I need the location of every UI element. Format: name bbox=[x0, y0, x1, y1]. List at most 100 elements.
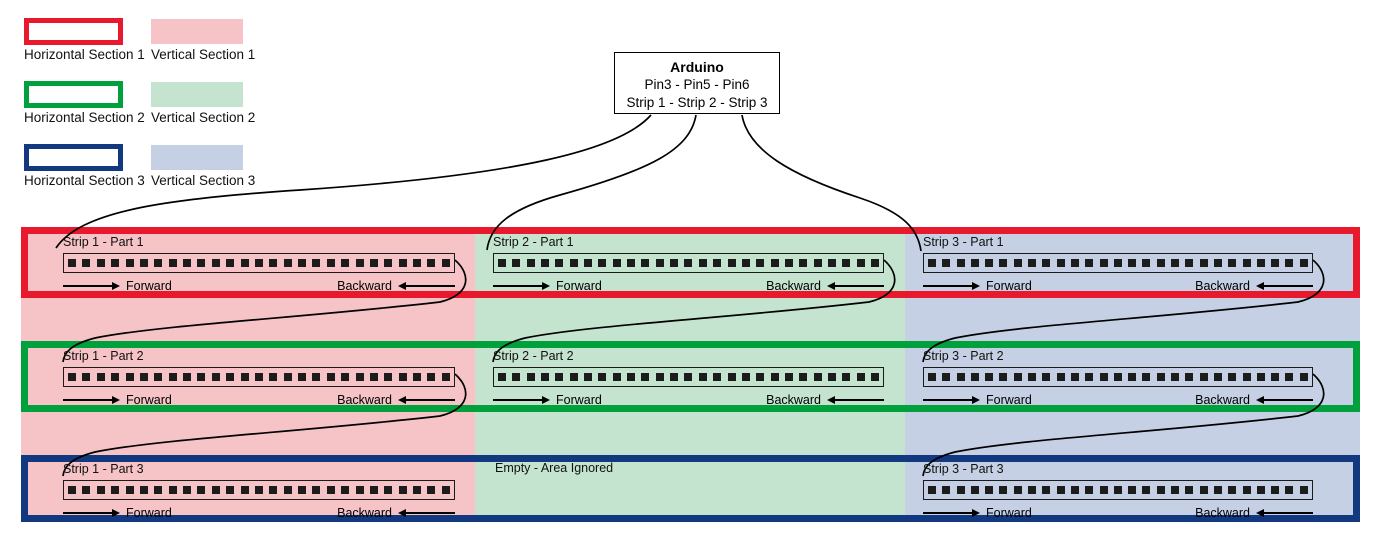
led-pixel bbox=[1185, 259, 1194, 267]
led-pixel bbox=[1199, 486, 1208, 494]
led-pixel bbox=[741, 259, 750, 267]
arrow-row: Forward Backward bbox=[493, 279, 884, 293]
led-pixel bbox=[1171, 373, 1180, 381]
backward-arrow: Backward bbox=[760, 393, 884, 407]
led-pixel bbox=[813, 259, 822, 267]
strip-label: Strip 1 - Part 2 bbox=[63, 349, 144, 363]
led-pixel bbox=[298, 486, 306, 494]
led-pixel bbox=[298, 259, 306, 267]
led-pixel bbox=[928, 373, 936, 381]
backward-arrow: Backward bbox=[331, 279, 455, 293]
strip-label: Strip 3 - Part 3 bbox=[923, 462, 1004, 476]
led-pixel bbox=[598, 373, 607, 381]
backward-arrow: Backward bbox=[331, 393, 455, 407]
legend-label-horizontal-3: Horizontal Section 3 bbox=[24, 173, 145, 188]
led-pixel bbox=[584, 259, 593, 267]
arrow-row: Forward Backward bbox=[923, 393, 1313, 407]
backward-arrow: Backward bbox=[760, 279, 884, 293]
forward-arrow: Forward bbox=[493, 393, 608, 407]
legend-fill-swatch-3 bbox=[151, 145, 243, 170]
led-pixel bbox=[211, 373, 220, 381]
led-pixel bbox=[985, 486, 994, 494]
led-pixel bbox=[413, 259, 421, 267]
led-pixel bbox=[226, 259, 235, 267]
led-pixel bbox=[1242, 259, 1251, 267]
led-pixel bbox=[827, 373, 836, 381]
led-pixel bbox=[96, 373, 105, 381]
led-pixel bbox=[1056, 259, 1065, 267]
forward-label: Forward bbox=[126, 279, 172, 293]
strip-label: Strip 1 - Part 3 bbox=[63, 462, 144, 476]
led-pixel bbox=[427, 259, 436, 267]
led-pixel bbox=[154, 373, 163, 381]
led-pixel bbox=[168, 373, 177, 381]
led-pixel bbox=[1256, 373, 1265, 381]
led-pixel bbox=[569, 259, 578, 267]
backward-arrow: Backward bbox=[331, 506, 455, 520]
led-pixel bbox=[398, 259, 407, 267]
led-pixel bbox=[641, 373, 650, 381]
led-pixel bbox=[398, 373, 407, 381]
forward-label: Forward bbox=[986, 393, 1032, 407]
led-pixel bbox=[641, 259, 650, 267]
led-pixel bbox=[655, 259, 664, 267]
led-pixel bbox=[283, 259, 292, 267]
forward-arrow: Forward bbox=[923, 506, 1038, 520]
strip-block-s3p3: Strip 3 - Part 3 Forward Backward bbox=[923, 462, 1313, 520]
led-pixel bbox=[842, 259, 851, 267]
forward-arrow: Forward bbox=[923, 393, 1038, 407]
led-pixel bbox=[870, 259, 879, 267]
led-pixel bbox=[1299, 486, 1308, 494]
arduino-strips-line: Strip 1 - Strip 2 - Strip 3 bbox=[626, 95, 768, 110]
led-pixel bbox=[254, 486, 263, 494]
backward-arrow: Backward bbox=[1189, 393, 1313, 407]
led-pixel bbox=[1085, 259, 1094, 267]
led-pixel bbox=[312, 259, 321, 267]
led-pixel bbox=[555, 373, 564, 381]
forward-arrow: Forward bbox=[63, 279, 178, 293]
led-pixel bbox=[183, 486, 191, 494]
led-pixel bbox=[526, 373, 535, 381]
led-pixel bbox=[283, 373, 292, 381]
led-pixel bbox=[154, 259, 163, 267]
led-pixel bbox=[211, 259, 220, 267]
led-pixel bbox=[1171, 486, 1180, 494]
led-pixel bbox=[68, 373, 76, 381]
led-pixel bbox=[1070, 373, 1079, 381]
arrow-row: Forward Backward bbox=[923, 279, 1313, 293]
led-pixel bbox=[1099, 486, 1108, 494]
led-pixel bbox=[956, 486, 965, 494]
led-pixel bbox=[727, 373, 736, 381]
horizontal-section-3-frame bbox=[21, 455, 1360, 522]
led-pixel bbox=[82, 486, 91, 494]
led-pixel bbox=[1070, 486, 1079, 494]
led-pixel bbox=[1285, 259, 1294, 267]
led-pixel bbox=[956, 373, 965, 381]
backward-label: Backward bbox=[337, 279, 392, 293]
led-pixel bbox=[369, 373, 378, 381]
led-pixel bbox=[970, 486, 979, 494]
backward-label: Backward bbox=[337, 506, 392, 520]
led-pixel bbox=[197, 486, 206, 494]
led-pixel bbox=[326, 259, 335, 267]
led-pixel bbox=[799, 259, 808, 267]
led-pixel bbox=[427, 486, 436, 494]
led-pixel bbox=[1185, 486, 1194, 494]
led-pixel bbox=[713, 259, 722, 267]
led-pixel bbox=[1113, 373, 1122, 381]
led-pixel bbox=[1142, 259, 1151, 267]
led-pixel bbox=[928, 486, 936, 494]
led-pixel bbox=[183, 373, 191, 381]
led-pixel bbox=[154, 486, 163, 494]
forward-arrow: Forward bbox=[63, 506, 178, 520]
led-pixel bbox=[942, 486, 951, 494]
led-pixel bbox=[211, 486, 220, 494]
led-pixel bbox=[312, 486, 321, 494]
led-pixel bbox=[1128, 373, 1137, 381]
led-bar bbox=[63, 367, 455, 387]
led-pixel bbox=[369, 259, 378, 267]
forward-label: Forward bbox=[556, 393, 602, 407]
led-pixel bbox=[684, 373, 693, 381]
led-pixel bbox=[1156, 373, 1165, 381]
led-pixel bbox=[970, 259, 979, 267]
